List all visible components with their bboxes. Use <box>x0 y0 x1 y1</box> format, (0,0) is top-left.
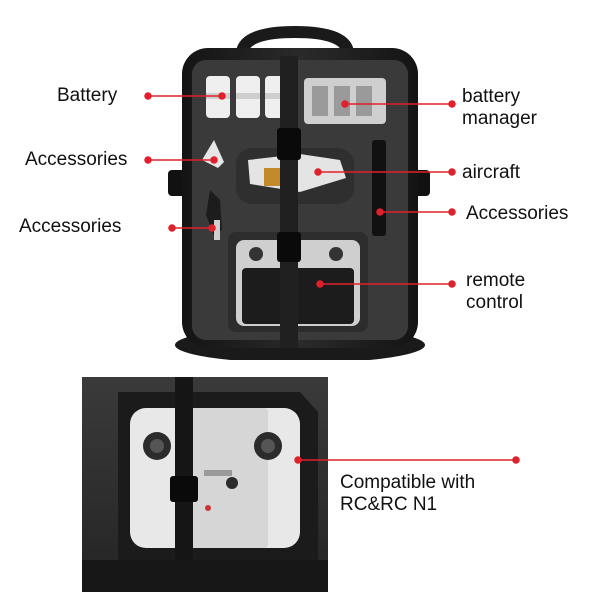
label-compatible: Compatible with RC&RC N1 <box>340 472 476 515</box>
label-remote-control: remote control <box>466 270 526 313</box>
label-aircraft: aircraft <box>462 162 521 183</box>
label-battery-manager: battery manager <box>462 86 537 129</box>
label-accessories-left-top: Accessories <box>25 149 128 170</box>
label-accessories-left-bottom: Accessories <box>19 216 122 237</box>
label-accessories-right: Accessories <box>466 203 569 224</box>
label-battery: Battery <box>57 85 118 106</box>
backpack-case-photo <box>168 25 430 360</box>
